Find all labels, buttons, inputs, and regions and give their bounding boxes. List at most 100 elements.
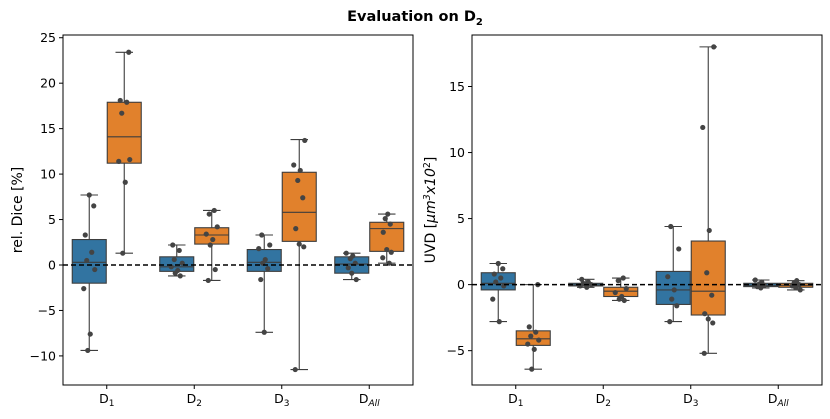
data-point xyxy=(302,137,308,144)
data-point xyxy=(700,124,706,131)
data-point xyxy=(300,195,306,201)
data-point xyxy=(258,276,264,283)
data-point xyxy=(380,229,386,235)
data-point xyxy=(710,320,716,326)
data-point xyxy=(177,273,183,279)
y-tick-label: 5 xyxy=(48,212,56,227)
data-point xyxy=(388,249,394,255)
data-point xyxy=(701,350,707,356)
data-point xyxy=(495,260,501,267)
data-point xyxy=(91,203,97,209)
data-point xyxy=(124,99,130,105)
data-point xyxy=(493,279,499,285)
x-tick-label: DAll xyxy=(359,391,380,409)
data-point xyxy=(674,303,680,309)
data-point xyxy=(172,270,178,276)
y-axis-label: UVD [μm3x102] xyxy=(422,157,439,264)
data-point xyxy=(384,246,390,253)
data-point xyxy=(702,311,708,317)
data-point xyxy=(385,211,391,217)
data-point xyxy=(170,242,176,248)
data-point xyxy=(533,329,539,335)
box-1-0 xyxy=(159,242,195,279)
data-point xyxy=(119,110,125,116)
data-point xyxy=(615,278,621,284)
data-point xyxy=(205,277,211,284)
data-point xyxy=(621,297,627,304)
data-point xyxy=(347,256,353,262)
data-point xyxy=(203,231,209,237)
data-point xyxy=(171,256,177,263)
data-point xyxy=(671,287,677,293)
y-tick-label: −10 xyxy=(30,348,56,363)
data-point xyxy=(526,324,532,330)
box-2-0 xyxy=(655,223,691,325)
data-point xyxy=(709,292,715,298)
data-point xyxy=(291,162,297,168)
data-point xyxy=(295,177,301,184)
y-tick-label: 0 xyxy=(457,277,465,292)
box-1-1 xyxy=(603,275,639,304)
data-point xyxy=(262,256,268,263)
box-iqr xyxy=(281,171,317,242)
data-point xyxy=(706,227,712,234)
data-point xyxy=(293,226,299,232)
y-tick-label: −5 xyxy=(38,303,56,318)
data-point xyxy=(116,158,122,164)
figure-title: Evaluation on D2 xyxy=(347,9,483,28)
data-point xyxy=(87,331,93,337)
y-tick-label: 15 xyxy=(449,79,465,94)
y-tick-label: 15 xyxy=(40,121,56,136)
data-point xyxy=(623,285,629,292)
data-point xyxy=(669,296,675,302)
data-point xyxy=(120,250,126,256)
data-point xyxy=(382,216,388,222)
x-tick-label: D3 xyxy=(683,391,698,409)
data-point xyxy=(665,274,671,280)
data-point xyxy=(793,285,799,291)
x-tick-label: DAll xyxy=(768,391,789,409)
box-iqr xyxy=(106,101,142,164)
data-point xyxy=(525,341,531,347)
box-iqr xyxy=(71,238,107,284)
box-iqr xyxy=(369,221,405,252)
data-point xyxy=(500,266,506,272)
data-point xyxy=(92,266,98,273)
data-point xyxy=(297,167,303,174)
data-point xyxy=(345,265,351,271)
data-point xyxy=(211,207,217,214)
data-point xyxy=(127,156,133,163)
x-tick-label: D2 xyxy=(187,391,202,409)
data-point xyxy=(296,241,302,247)
y-tick-label: 0 xyxy=(48,258,56,273)
data-point xyxy=(491,271,497,277)
data-point xyxy=(584,284,590,290)
data-point xyxy=(528,333,534,339)
x-tick-label: D3 xyxy=(274,391,289,409)
data-point xyxy=(301,244,307,250)
data-point xyxy=(529,366,535,372)
box-3-0 xyxy=(334,250,370,283)
y-tick-label: 5 xyxy=(457,211,465,226)
box-0-0 xyxy=(71,192,107,354)
box-iqr xyxy=(515,330,551,346)
data-point xyxy=(705,316,711,322)
data-point xyxy=(117,97,123,104)
data-point xyxy=(498,275,504,281)
data-point xyxy=(349,270,355,276)
x-tick-label: D1 xyxy=(508,391,523,409)
data-point xyxy=(86,192,92,198)
data-point xyxy=(380,255,386,261)
box-2-1 xyxy=(281,137,317,373)
data-point xyxy=(711,44,717,50)
data-point xyxy=(531,346,537,352)
data-point xyxy=(353,276,359,283)
data-point xyxy=(85,347,91,354)
data-point xyxy=(797,287,803,293)
box-3-1 xyxy=(369,211,405,266)
data-point xyxy=(176,247,182,254)
box-0-1 xyxy=(106,49,142,256)
